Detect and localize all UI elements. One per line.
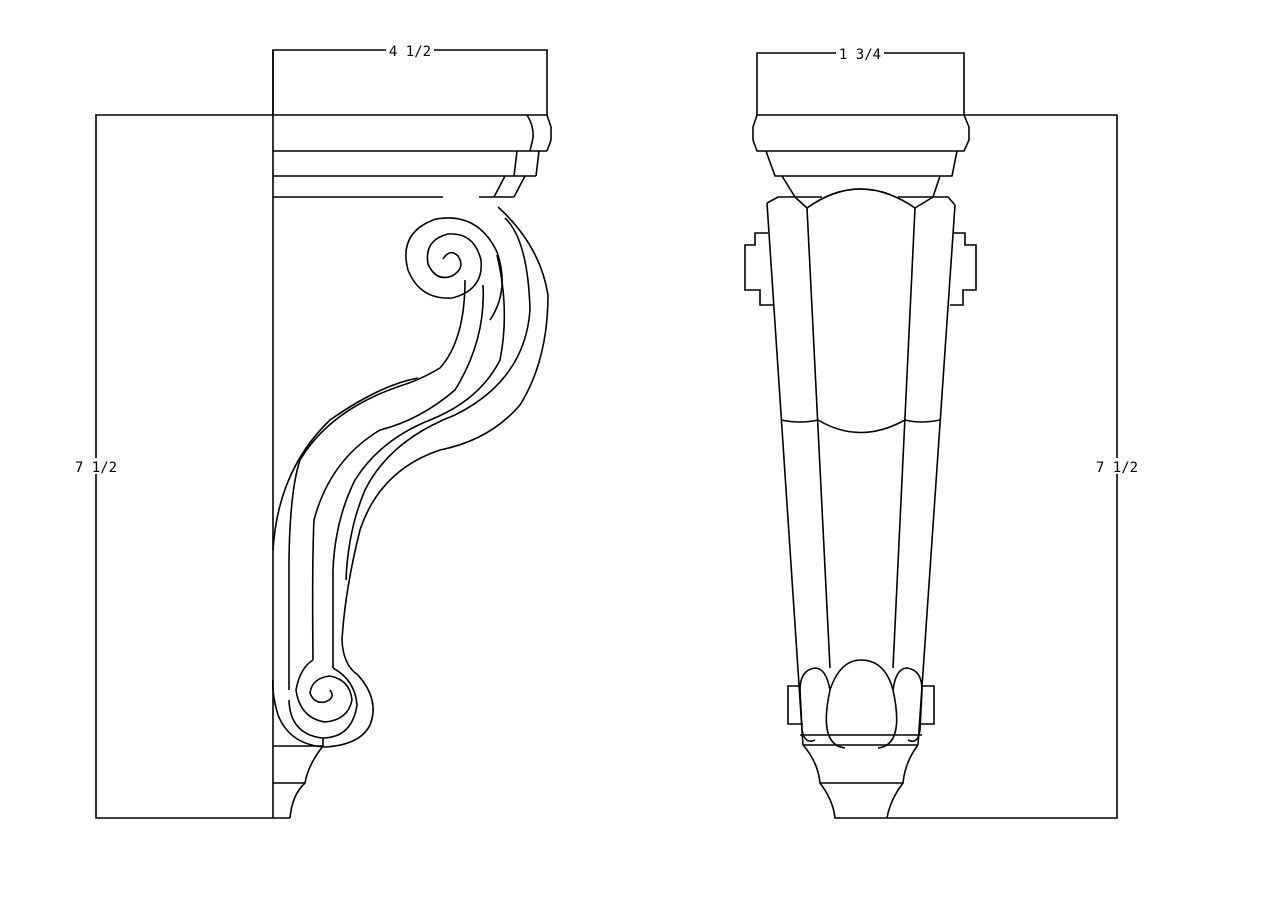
side-width-label: 4 1/2 (389, 44, 431, 60)
side-width-dimension: 4 1/2 (272, 43, 548, 115)
front-width-dimension: 1 3/4 (756, 46, 965, 115)
front-profile (744, 114, 977, 819)
side-profile (272, 50, 552, 819)
front-height-label: 7 1/2 (1096, 460, 1138, 476)
front-view: 1 3/4 7 1/2 (744, 46, 1141, 819)
front-width-label: 1 3/4 (839, 47, 881, 63)
front-height-dimension: 7 1/2 (887, 114, 1141, 819)
side-height-label: 7 1/2 (75, 460, 117, 476)
side-height-dimension: 7 1/2 (72, 114, 290, 819)
side-view: 4 1/2 7 1/2 (72, 43, 552, 819)
